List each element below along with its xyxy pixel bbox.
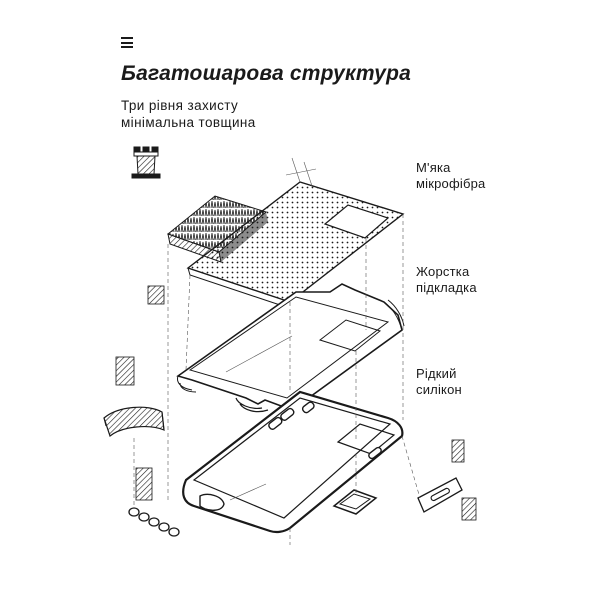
camera-ring-illustration: [332, 489, 378, 515]
side-button-detail-illustration: [103, 406, 165, 438]
page-title: Багатошарова структура: [121, 62, 412, 85]
subtitle: Три рівня захисту мінімальна товщина: [121, 97, 256, 131]
tower-icon: [131, 146, 161, 179]
assembly-guide-lines: [133, 214, 421, 545]
microfiber-layer-illustration: [166, 157, 405, 310]
hamburger-menu-icon[interactable]: [121, 37, 133, 48]
buttons-row-illustration: [128, 507, 180, 537]
silicone-case-illustration: [182, 390, 404, 534]
layer-label-line: мікрофібра: [416, 176, 486, 191]
layer-label-line: силікон: [416, 382, 462, 397]
layer-label-line: Жорстка: [416, 264, 470, 279]
layer-label-line: М'яка: [416, 160, 451, 175]
menu-line: [121, 37, 133, 39]
spec-stamps: [115, 285, 477, 521]
layer-label-hard-shell: Жорстка підкладка: [416, 264, 477, 296]
layer-label-line: підкладка: [416, 280, 477, 295]
hard-shell-illustration: [176, 283, 405, 413]
subtitle-line-2: мінімальна товщина: [121, 115, 256, 130]
menu-line: [121, 41, 133, 44]
menu-line: [121, 46, 133, 48]
layer-label-silicone: Рідкий силікон: [416, 366, 462, 398]
layer-label-line: Рідкий: [416, 366, 457, 381]
layer-label-microfiber: М'яка мікрофібра: [416, 160, 485, 192]
subtitle-line-1: Три рівня захисту: [121, 98, 239, 113]
corner-detail-illustration: [417, 477, 463, 513]
